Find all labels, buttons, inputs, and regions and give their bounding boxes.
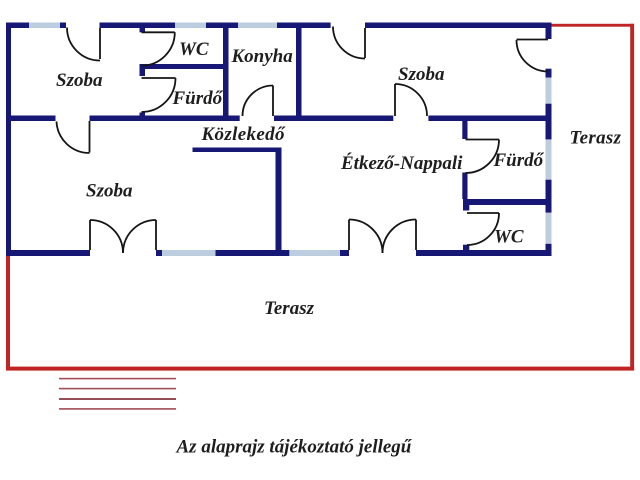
svg-text:Terasz: Terasz — [264, 298, 315, 319]
svg-text:Szoba: Szoba — [398, 64, 445, 85]
svg-text:Fürdő: Fürdő — [493, 150, 545, 171]
svg-text:Terasz: Terasz — [570, 128, 622, 149]
svg-text:Fürdő: Fürdő — [172, 88, 224, 109]
svg-text:WC: WC — [179, 39, 209, 60]
svg-text:Étkező-Nappali: Étkező-Nappali — [340, 152, 463, 174]
svg-text:Szoba: Szoba — [56, 70, 103, 91]
svg-text:Közlekedő: Közlekedő — [201, 124, 287, 145]
svg-text:Az alaprajz tájékoztató jelleg: Az alaprajz tájékoztató jellegű — [176, 437, 413, 458]
svg-text:Konyha: Konyha — [231, 46, 294, 67]
svg-text:WC: WC — [494, 227, 524, 248]
svg-text:Szoba: Szoba — [86, 181, 133, 202]
